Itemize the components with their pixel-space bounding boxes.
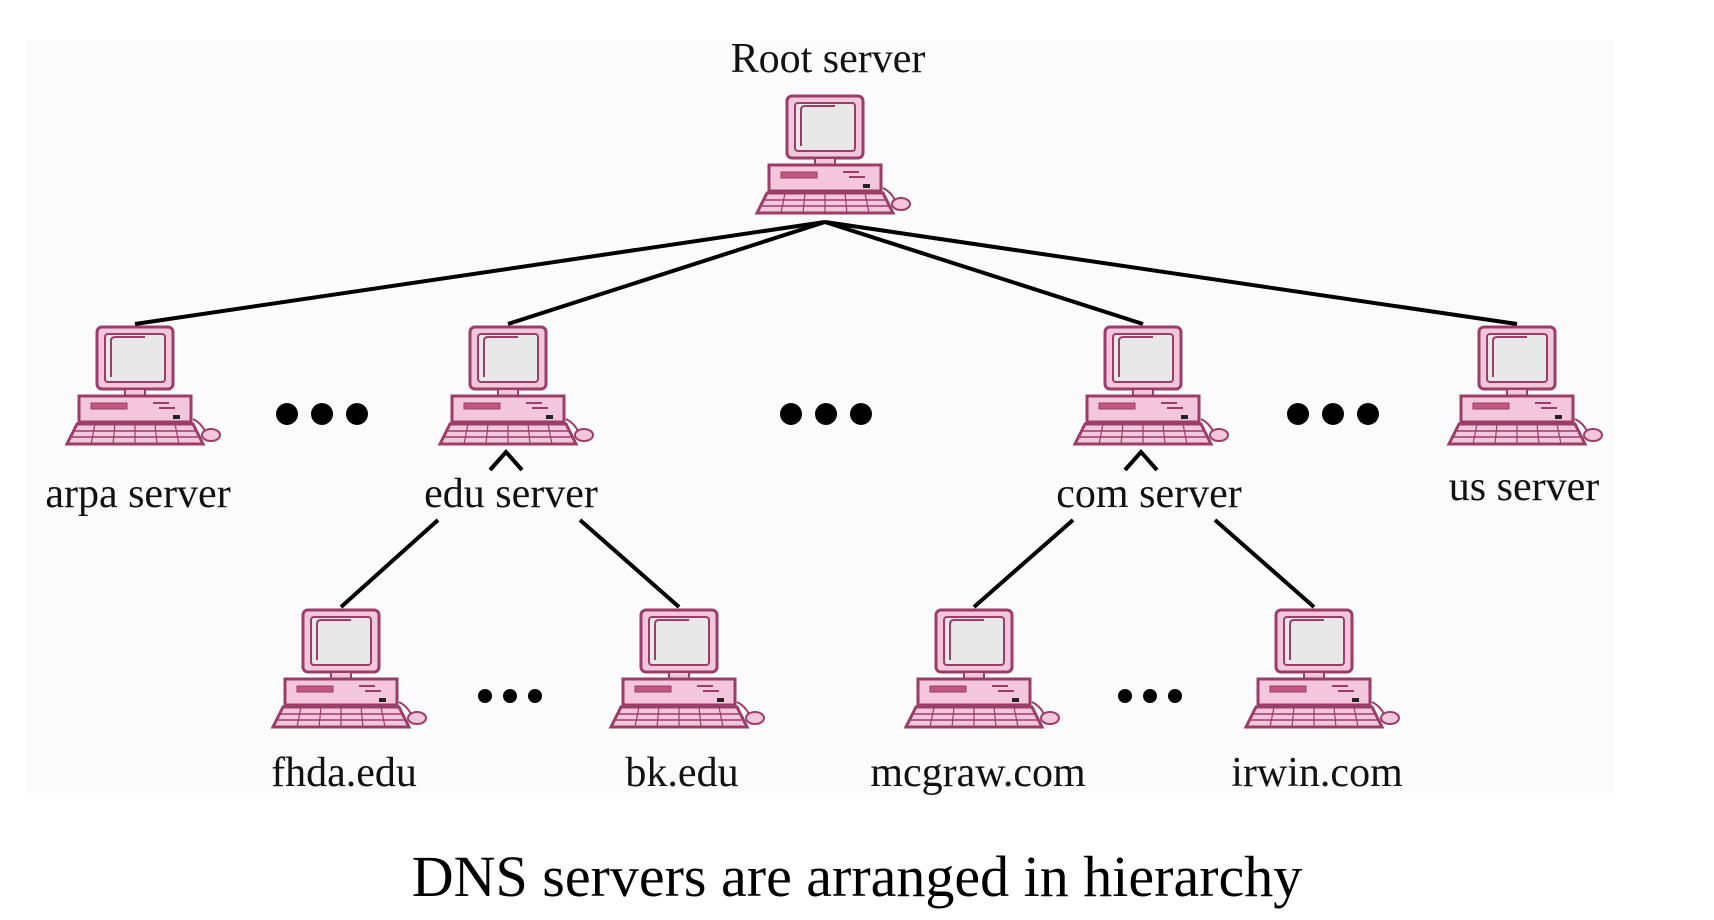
us-server-icon xyxy=(1447,325,1604,446)
diagram-caption: DNS servers are arranged in hierarchy xyxy=(411,844,1303,909)
domain-connectors xyxy=(339,518,1316,609)
com-server-label: com server xyxy=(1056,471,1242,517)
arpa-server-label: arpa server xyxy=(45,471,231,517)
ellipsis-dots-icon xyxy=(1287,403,1379,425)
connector-com-mcgraw xyxy=(972,518,1075,609)
root-server-icon xyxy=(755,94,912,215)
bk-server-label: bk.edu xyxy=(625,750,739,796)
arpa-server-icon xyxy=(65,325,222,446)
edu-fork-mark xyxy=(488,448,524,472)
connector-root-arpa xyxy=(134,220,826,326)
root-connectors xyxy=(134,220,1518,326)
ellipsis-dots-icon xyxy=(478,689,542,703)
us-server-label: us server xyxy=(1448,464,1600,510)
ellipsis-dots-icon xyxy=(780,403,872,425)
ellipsis-dots-icon xyxy=(1118,689,1182,703)
connector-root-edu xyxy=(507,220,826,326)
ellipsis-dots-icon xyxy=(276,403,368,425)
connector-edu-fhda xyxy=(339,518,440,609)
com-fork-mark xyxy=(1123,448,1159,472)
connector-com-irwin xyxy=(1213,518,1316,609)
connector-root-com xyxy=(824,220,1144,326)
mcgraw-server-icon xyxy=(904,608,1061,729)
irwin-server-label: irwin.com xyxy=(1231,750,1403,796)
fhda-server-label: fhda.edu xyxy=(271,750,417,796)
connector-root-us xyxy=(824,220,1518,326)
connector-edu-bk xyxy=(578,518,681,609)
mcgraw-server-label: mcgraw.com xyxy=(870,750,1086,796)
bk-server-icon xyxy=(609,608,766,729)
edu-server-label: edu server xyxy=(424,471,598,517)
com-server-icon xyxy=(1073,325,1230,446)
fhda-server-icon xyxy=(271,608,428,729)
irwin-server-icon xyxy=(1244,608,1401,729)
root-server-label: Root server xyxy=(730,36,926,82)
edu-server-icon xyxy=(438,325,595,446)
